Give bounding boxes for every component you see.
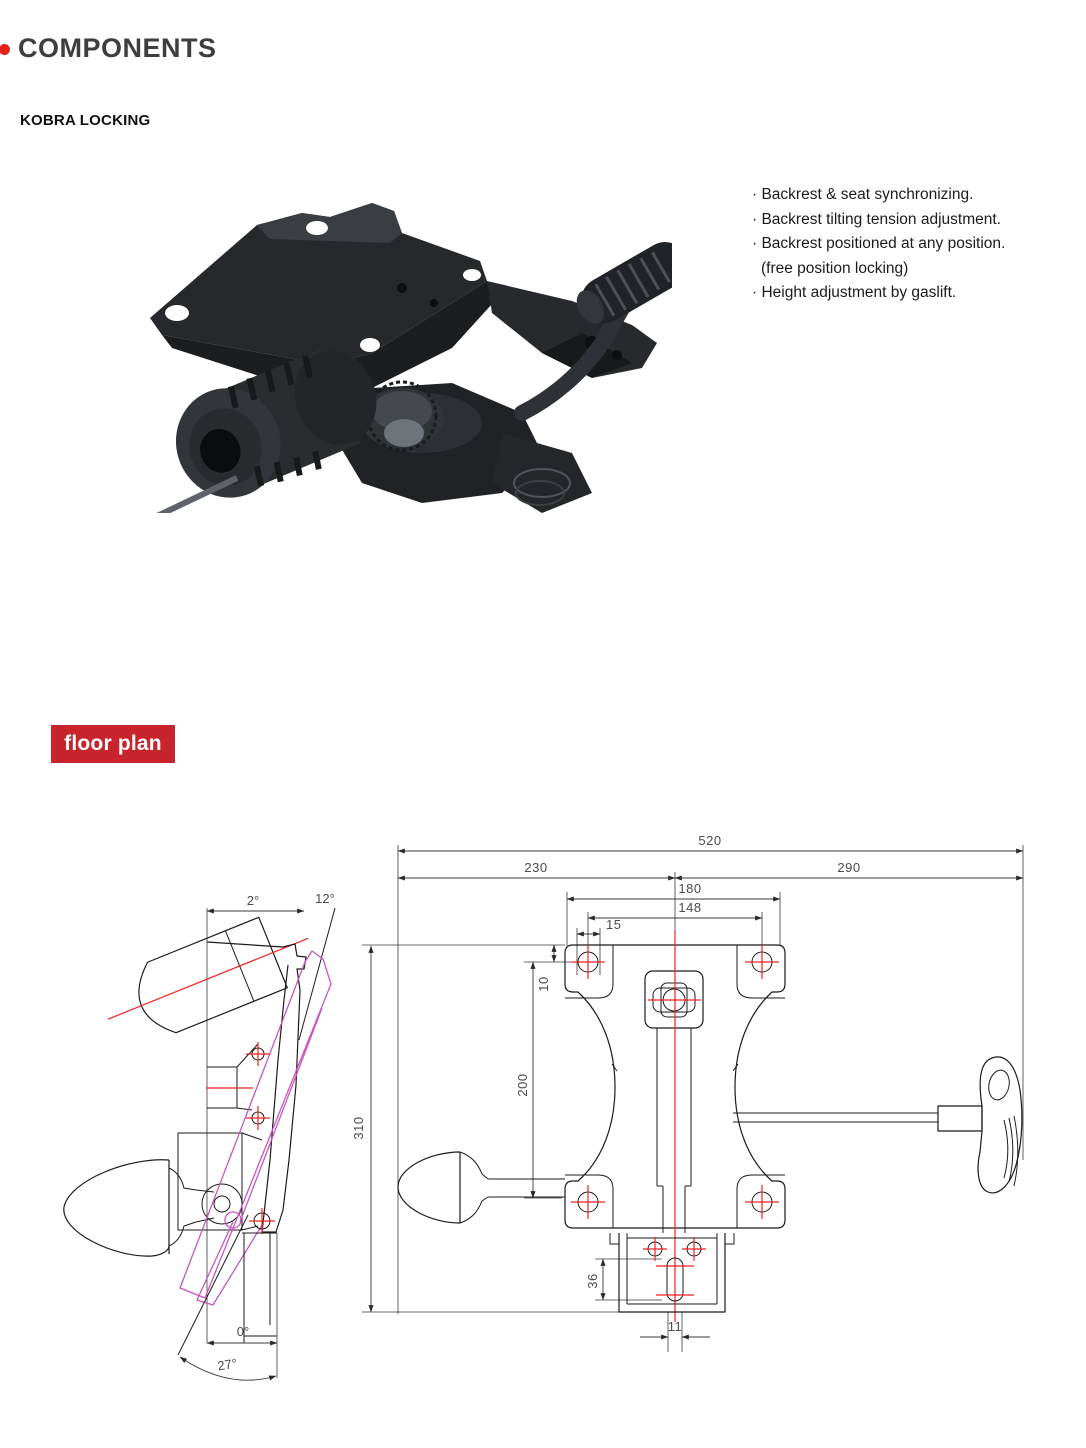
dim-200: 200 <box>515 1073 530 1096</box>
plan-view: 520 230 290 180 148 15 10 200 310 36 11 <box>351 833 1024 1352</box>
feature-item: · Height adjustment by gaslift. <box>752 284 957 301</box>
tension-knob <box>175 349 377 498</box>
lever-grip <box>576 242 672 324</box>
dim-290: 290 <box>837 860 860 875</box>
dim-310: 310 <box>351 1116 366 1139</box>
feature-item-continuation: (free position locking) <box>761 259 909 277</box>
angle-0deg: 0° <box>237 1324 249 1339</box>
dim-148: 148 <box>678 900 701 915</box>
product-name: KOBRA LOCKING <box>20 112 151 129</box>
red-bullet-icon <box>0 44 10 55</box>
feature-item: · Backrest tilting tension adjustment. <box>752 210 1001 228</box>
dim-10: 10 <box>536 976 551 991</box>
angle-27deg: 27° <box>216 1356 238 1374</box>
dim-11: 11 <box>668 1319 683 1334</box>
side-view: 2° 12° <box>63 891 336 1381</box>
floor-plan-badge-label: floor plan <box>64 732 162 755</box>
feature-item: · Backrest & seat synchronizing. <box>752 186 974 203</box>
angle-2deg: 2° <box>247 893 259 908</box>
dim-230: 230 <box>524 860 547 875</box>
angle-12deg: 12° <box>315 891 335 906</box>
technical-drawing: 2° 12° <box>63 833 1024 1381</box>
dim-15: 15 <box>606 917 621 932</box>
feature-item: · Backrest positioned at any position. <box>752 235 1006 252</box>
product-photo <box>150 203 672 513</box>
feature-list: · Backrest & seat synchronizing. · Backr… <box>752 183 1072 306</box>
floor-plan-badge: floor plan <box>51 725 175 763</box>
dim-36: 36 <box>585 1273 600 1288</box>
dim-520: 520 <box>698 833 721 848</box>
mechanism-illustration <box>150 203 672 513</box>
page-title: COMPONENTS <box>18 33 217 63</box>
dim-180: 180 <box>678 881 701 896</box>
